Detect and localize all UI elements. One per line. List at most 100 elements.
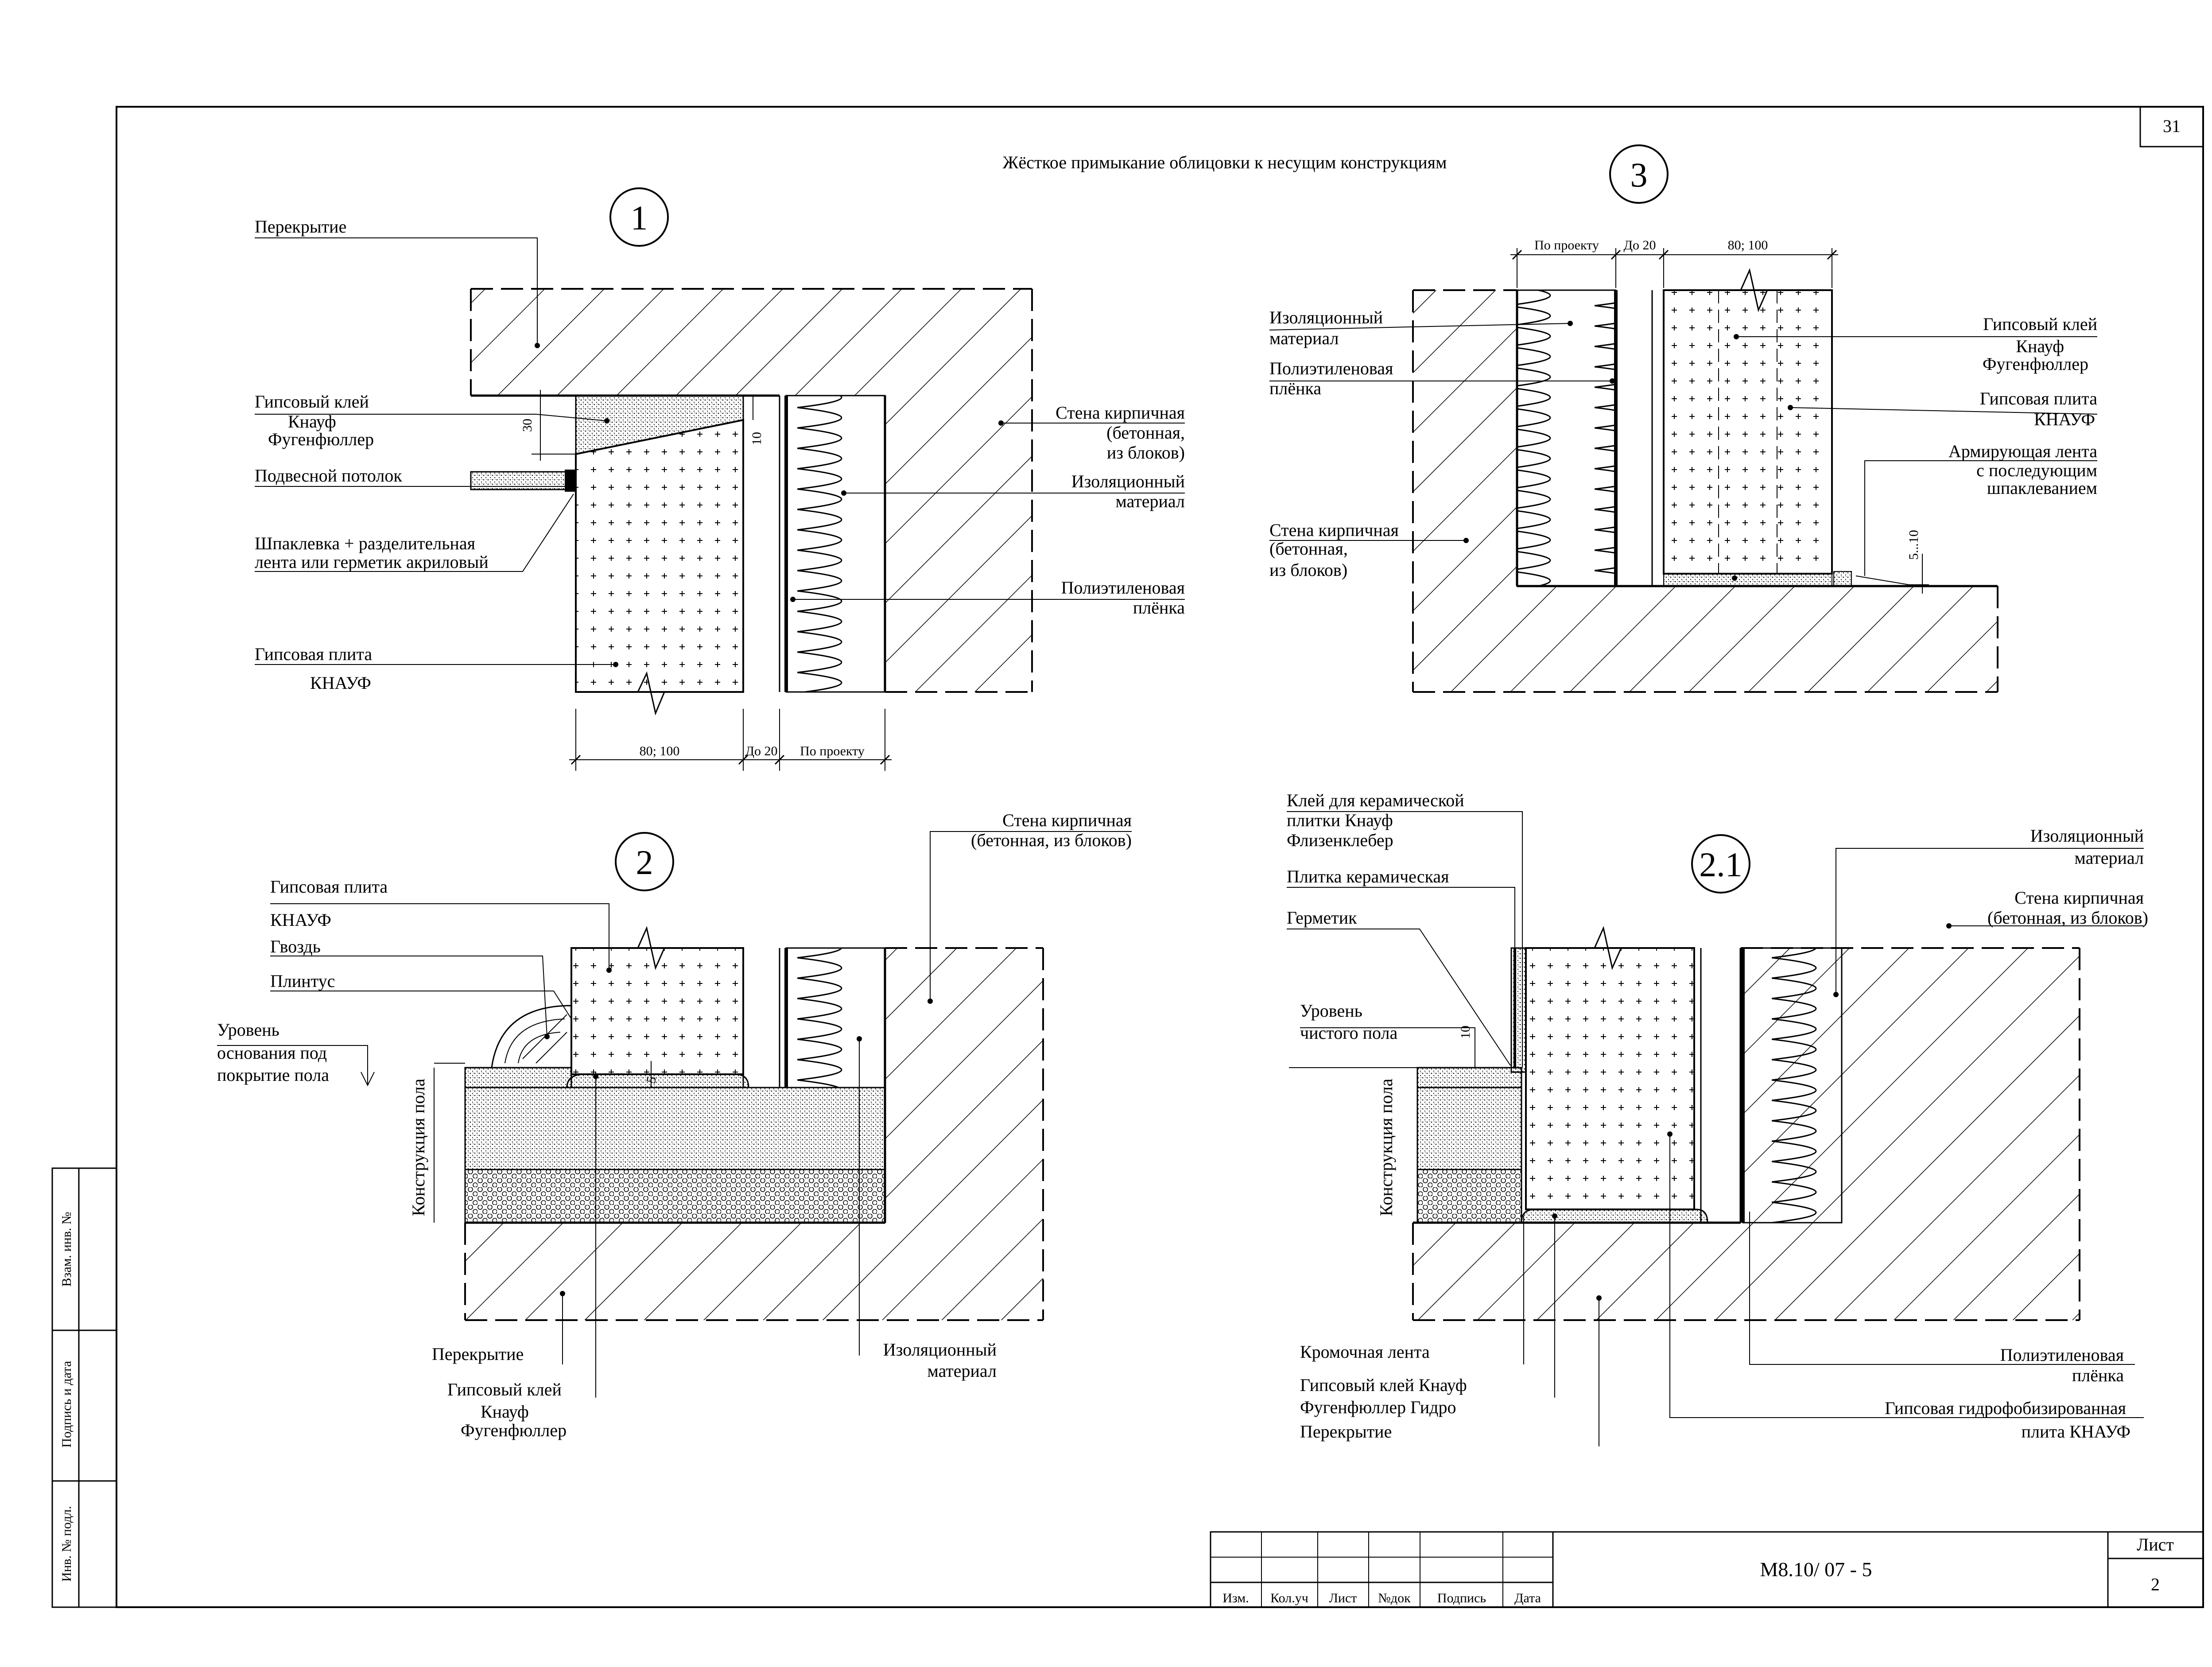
insulation-3 (1516, 289, 1617, 587)
side-field-replace: Взам. инв. № (59, 1212, 74, 1286)
label-3-tape-1: Армирующая лента (1948, 441, 2097, 461)
label-3-wall-1: Стена кирпичная (1269, 520, 1399, 540)
label-2-level-1: Уровень (217, 1020, 279, 1040)
floor-insulation-2 (464, 1169, 886, 1224)
label-1-glue-3: Фугенфюллер (268, 429, 374, 449)
dim-1-gap: До 20 (745, 744, 778, 758)
label-1-film-2: плёнка (1133, 598, 1185, 618)
label-2-board-1: Гипсовая плита (270, 877, 388, 897)
stamp-col-izm: Изм. (1222, 1591, 1249, 1605)
label-2-level-2: основания под (217, 1043, 327, 1063)
label-2-1-insul-2: материал (2075, 848, 2144, 868)
detail-1-mark-circle (609, 187, 669, 247)
label-2-wall-1: Стена кирпичная (1002, 810, 1132, 830)
label-2-1-film-2: плёнка (2072, 1365, 2124, 1385)
detail-2: 2 5 (217, 810, 1132, 1440)
glue-bed-2 (566, 1073, 749, 1088)
screed-2-1 (1416, 1087, 1522, 1170)
label-3-wall-3: из блоков) (1269, 560, 1347, 580)
dim-1-10: 10 (749, 432, 764, 445)
detail-2-mark-circle (615, 832, 674, 891)
label-2-1-wall-1: Стена кирпичная (2014, 888, 2144, 908)
label-1-slab: Перекрытие (255, 217, 346, 237)
stamp-col-sign: Подпись (1437, 1591, 1486, 1605)
dim-1-insul: По проекту (800, 744, 865, 758)
label-2-1-tileglue-2: плитки Кнауф (1287, 810, 1393, 830)
floor-tile-2-1 (1416, 1067, 1522, 1088)
label-2-slab: Перекрытие (432, 1344, 524, 1364)
glue-wedge-1 (575, 395, 744, 455)
skirting-board (491, 1005, 572, 1069)
stamp-col-doc: №док (1378, 1591, 1411, 1605)
detail-3-mark-circle (1609, 144, 1669, 204)
label-1-film-1: Полиэтиленовая (1061, 578, 1185, 598)
wall-slab-2 (465, 948, 1043, 1320)
reinforcing-tape (1833, 571, 1852, 587)
sheet-label: Лист (2137, 1535, 2174, 1554)
glue-strip-3 (1663, 573, 1832, 587)
detail-1: 1 80; 100 (255, 187, 1185, 771)
label-2-floor: Конструкция пола (408, 1078, 428, 1216)
dim-3-gap: До 20 (1624, 238, 1656, 253)
dim-1-30: 30 (520, 419, 535, 432)
label-3-film-2: плёнка (1269, 378, 1321, 398)
slab-1 (471, 289, 1032, 396)
detail-3: 3 По проекту До 20 80; 100 5...10 (1269, 144, 2097, 693)
dims-3: По проекту До 20 80; 100 5...10 (1510, 238, 1923, 594)
label-2-insul-1: Изоляционный (883, 1340, 997, 1360)
label-3-film-1: Полиэтиленовая (1269, 358, 1393, 378)
label-1-wall-1: Стена кирпичная (1056, 403, 1185, 423)
label-1-ceiling: Подвесной потолок (255, 466, 402, 486)
label-2-1-tileglue-1: Клей для керамической (1287, 790, 1464, 810)
label-2-1-slab: Перекрытие (1300, 1422, 1392, 1442)
wall-1 (780, 396, 1032, 692)
gypsum-board-1 (575, 419, 744, 693)
label-2-skirting: Плинтус (270, 971, 335, 991)
label-2-1-hboard-1: Гипсовая гидрофобизированная (1885, 1398, 2126, 1418)
detail-2-1-mark-circle (1691, 834, 1750, 894)
label-2-1-glue-2: Фугенфюллер Гидро (1300, 1397, 1456, 1417)
label-2-nail: Гвоздь (270, 936, 321, 956)
page-number: 31 (2163, 116, 2181, 136)
label-2-1-sealant: Герметик (1287, 908, 1357, 928)
label-3-wall-2: (бетонная, (1269, 539, 1348, 559)
label-2-glue-2: Кнауф (481, 1402, 529, 1422)
label-1-putty-2: лента или герметик акриловый (255, 552, 489, 572)
label-2-wall-2: (бетонная, из блоков) (971, 830, 1132, 850)
label-2-glue-3: Фугенфюллер (461, 1420, 567, 1440)
sheet-number: 2 (2151, 1574, 2160, 1594)
label-3-insul-2: материал (1269, 328, 1339, 348)
dims-1: 80; 100 До 20 По проекту 30 10 (520, 390, 892, 771)
label-3-board-1: Гипсовая плита (1980, 389, 2097, 408)
floor-finish-2 (464, 1067, 572, 1088)
label-2-1-hboard-2: плита КНАУФ (2022, 1422, 2131, 1442)
label-1-putty-1: Шпаклевка + разделительная (255, 533, 475, 553)
detail-1-mark: 1 (631, 198, 648, 237)
label-3-glue-2: Кнауф (2016, 336, 2064, 356)
leaders-1 (255, 237, 1185, 665)
stamp-col-list: Лист (1329, 1591, 1357, 1605)
label-1-insul-2: материал (1116, 491, 1185, 511)
title-block: Изм. Кол.уч Лист №док Подпись Дата М8.10… (1210, 1531, 2204, 1608)
label-2-board-2: КНАУФ (270, 910, 331, 930)
label-2-1-film-1: Полиэтиленовая (2000, 1345, 2124, 1365)
label-3-glue-1: Гипсовый клей (1983, 314, 2097, 334)
insulation-2-1 (1742, 947, 1843, 1224)
label-2-level-3: покрытие пола (217, 1065, 329, 1085)
dim-1-board: 80; 100 (640, 744, 680, 758)
stamp-col-date: Дата (1514, 1591, 1541, 1605)
gypsum-board-3 (1663, 289, 1833, 575)
sheet-frame: 31 (116, 106, 2204, 1608)
label-3-tape-2: с последующим (1976, 460, 2097, 480)
label-2-1-wall-2: (бетонная, из блоков) (1987, 908, 2148, 928)
gypsum-board-2 (570, 947, 744, 1075)
label-2-1-insul-1: Изоляционный (2030, 826, 2144, 846)
label-2-insul-2: материал (927, 1361, 997, 1381)
label-3-insul-1: Изоляционный (1269, 307, 1383, 327)
dim-3-510: 5...10 (1906, 530, 1921, 560)
label-2-glue-1: Гипсовый клей (447, 1379, 562, 1399)
sealant-1 (565, 470, 576, 492)
label-2-1-floor: Конструкция пола (1376, 1078, 1396, 1216)
label-1-wall-2: (бетонная, (1106, 423, 1185, 443)
label-2-1-level-2: чистого пола (1300, 1023, 1397, 1043)
